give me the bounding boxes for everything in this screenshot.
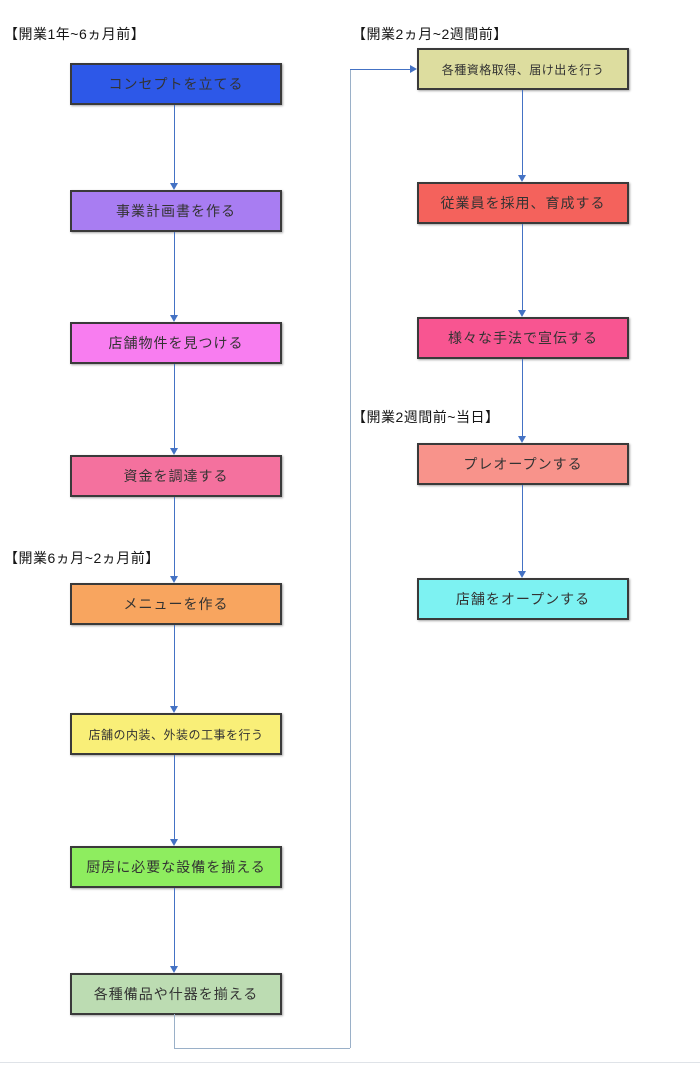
flow-box-label: 店舗の内装、外装の工事を行う [88, 727, 264, 742]
arrow-right-icon [410, 65, 417, 73]
arrow-line [174, 625, 175, 706]
connector-line [174, 1014, 175, 1048]
flow-box-fixtures: 各種備品や什器を揃える [70, 973, 282, 1015]
arrow-down-icon [170, 576, 178, 583]
arrow-down-icon [170, 966, 178, 973]
flow-box-label: 従業員を採用、育成する [440, 195, 606, 211]
arrow-line [522, 90, 523, 175]
arrow-line [174, 364, 175, 448]
arrow-line [522, 485, 523, 571]
flow-box-menu: メニューを作る [70, 583, 282, 625]
flow-box-label: 各種備品や什器を揃える [93, 986, 259, 1002]
arrow-down-icon [170, 315, 178, 322]
flow-box-staff: 従業員を採用、育成する [417, 182, 629, 224]
arrow-line [174, 755, 175, 839]
arrow-down-icon [170, 183, 178, 190]
flow-box-label: 事業計画書を作る [116, 203, 236, 219]
arrow-down-icon [518, 310, 526, 317]
flow-box-label: 各種資格取得、届け出を行う [441, 62, 605, 77]
arrow-down-icon [170, 706, 178, 713]
arrow-line [174, 232, 175, 315]
arrow-line [174, 105, 175, 183]
flow-box-preopen: プレオープンする [417, 443, 629, 485]
flow-box-concept: コンセプトを立てる [70, 63, 282, 105]
flow-box-label: 様々な手法で宣伝する [448, 330, 598, 346]
flow-box-bizplan: 事業計画書を作る [70, 190, 282, 232]
flow-box-label: コンセプトを立てる [108, 76, 244, 92]
connector-line [174, 1048, 350, 1049]
flow-box-kitchen: 厨房に必要な設備を揃える [70, 846, 282, 888]
flow-box-label: メニューを作る [123, 596, 229, 612]
flow-box-property: 店舗物件を見つける [70, 322, 282, 364]
flow-box-label: プレオープンする [463, 456, 583, 472]
arrow-down-icon [518, 571, 526, 578]
flow-box-open: 店舗をオープンする [417, 578, 629, 620]
section-label-1: 【開業1年~6ヵ月前】 [4, 26, 146, 42]
connector-line [350, 69, 410, 70]
arrow-line [174, 497, 175, 576]
arrow-line [522, 224, 523, 310]
arrow-down-icon [170, 839, 178, 846]
section-label-3: 【開業2ヵ月~2週間前】 [352, 26, 508, 42]
section-label-2: 【開業6ヵ月~2ヵ月前】 [4, 550, 160, 566]
flow-box-funding: 資金を調達する [70, 455, 282, 497]
arrow-line [522, 359, 523, 436]
arrow-down-icon [170, 448, 178, 455]
flow-box-label: 厨房に必要な設備を揃える [86, 859, 266, 875]
flow-box-promotion: 様々な手法で宣伝する [417, 317, 629, 359]
connector-line [350, 69, 351, 1048]
flow-box-construction: 店舗の内装、外装の工事を行う [70, 713, 282, 755]
page-bottom-rule [0, 1062, 700, 1063]
arrow-line [174, 888, 175, 966]
flow-box-licenses: 各種資格取得、届け出を行う [417, 48, 629, 90]
flow-box-label: 店舗をオープンする [455, 591, 591, 607]
section-label-4: 【開業2週間前~当日】 [352, 409, 500, 425]
arrow-down-icon [518, 436, 526, 443]
flow-box-label: 資金を調達する [123, 468, 229, 484]
arrow-down-icon [518, 175, 526, 182]
flow-box-label: 店舗物件を見つける [108, 335, 244, 351]
